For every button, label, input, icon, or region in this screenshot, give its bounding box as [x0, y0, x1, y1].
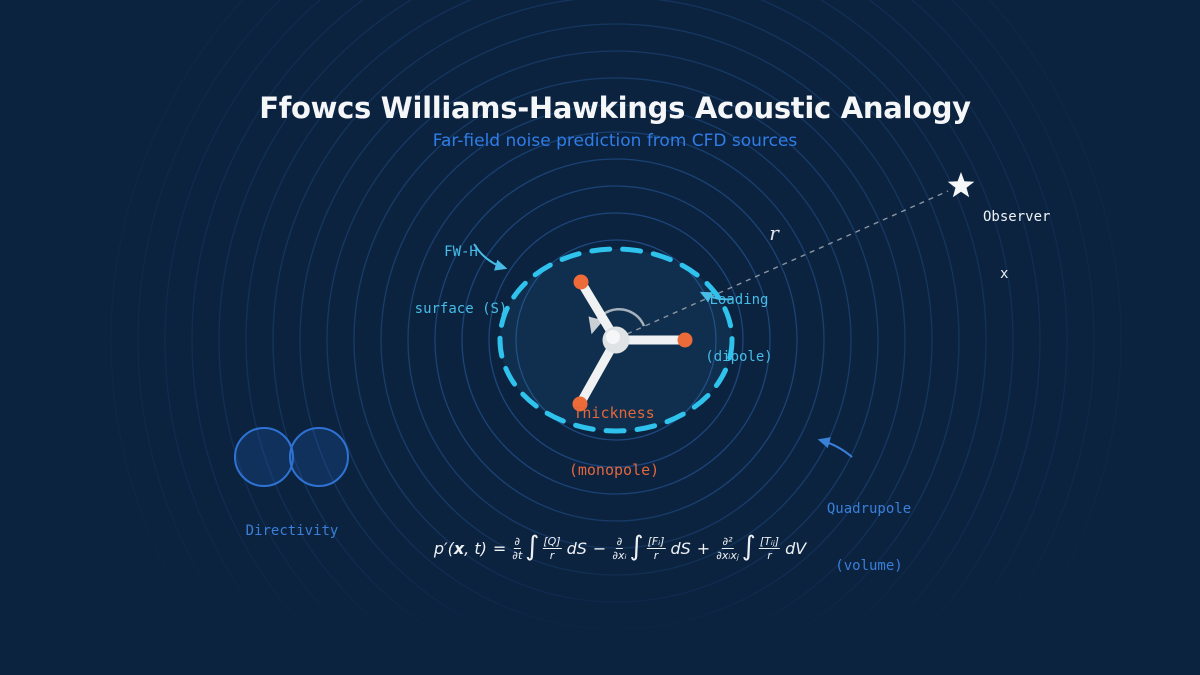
blade-tip-dot-up [573, 274, 589, 290]
eq-plus: + [696, 539, 711, 559]
loading-dipole-label: Loading (dipole) [705, 253, 772, 405]
eq-ds-1: dS [566, 539, 587, 559]
thickness-label-line2: (monopole) [568, 461, 660, 479]
rotor [572, 274, 693, 412]
fwh-surface-label-line2: surface (S) [414, 301, 508, 317]
wave-ring [461, 185, 771, 495]
quadrupole-label-line1: Quadrupole [826, 501, 912, 517]
eq-integral-1: ∫ [525, 531, 540, 563]
eq-q-fraction: [Q]r [542, 535, 562, 563]
observer-label-line1: Observer [983, 209, 1051, 225]
loading-label-line1: Loading [709, 292, 769, 308]
wave-ring [434, 158, 798, 522]
eq-f-fraction: [Fᵢ]r [646, 535, 666, 563]
loading-label-line2: (dipole) [705, 349, 773, 365]
fwh-surface-arrow [473, 243, 508, 271]
quadrupole-arrow [817, 437, 853, 458]
observer-star-icon [947, 172, 975, 198]
directivity-label: Directivity [245, 523, 339, 539]
eq-ds-2: dS [670, 539, 691, 559]
eq-integral-3: ∫ [741, 531, 756, 563]
observer-ray [617, 190, 949, 339]
fwh-equation: p′(x, t) = ∂∂t ∫ [Q]r dS − ∂∂xᵢ ∫ [Fᵢ]r … [433, 531, 807, 563]
fwh-surface-outline [497, 246, 735, 434]
directivity-lobe-right [289, 427, 349, 487]
wave-rings [110, 0, 1122, 675]
directivity-lobe-left [234, 427, 294, 487]
fwh-surface-label: FW-H surface (S) [415, 205, 508, 357]
quadrupole-volume-label: Quadrupole (volume) [827, 462, 911, 614]
wave-ring [191, 0, 1041, 675]
eq-integral-2: ∫ [629, 531, 644, 563]
eq-dv: dV [785, 539, 807, 559]
wave-ring [137, 0, 1095, 675]
eq-x-vector: x [453, 539, 465, 559]
eq-lhs: p′(x, t) [433, 539, 487, 559]
eq-d2dxixj-fraction: ∂²∂xᵢxⱼ [716, 535, 739, 563]
eq-ddt-fraction: ∂∂t [512, 535, 523, 563]
blade-tip-dot-right [677, 332, 693, 348]
eq-equals: = [492, 539, 507, 559]
wave-ring [164, 0, 1068, 675]
wave-ring [110, 0, 1122, 675]
directivity-pattern [234, 427, 349, 487]
thickness-monopole-label: Thickness (monopole) [569, 366, 659, 518]
wave-ring [218, 0, 1014, 675]
fwh-surface-label-line1: FW-H [444, 244, 478, 260]
wave-ring [326, 50, 906, 630]
eq-minus: − [592, 539, 607, 559]
observer-label-line2: x [1000, 266, 1009, 282]
wave-ring [272, 0, 960, 675]
blade-tip-dot-down [572, 396, 588, 412]
eq-ddxi-fraction: ∂∂xᵢ [612, 535, 627, 563]
observer-label: Observer x [983, 170, 1050, 322]
wave-ring [515, 239, 717, 441]
wave-ring [245, 0, 987, 675]
wave-ring [299, 23, 933, 657]
wave-ring [353, 77, 879, 603]
rotation-arrow [588, 308, 646, 335]
page-subtitle: Far-field noise prediction from CFD sour… [432, 131, 798, 151]
wave-ring [407, 131, 825, 549]
quadrupole-label-line2: (volume) [835, 558, 903, 574]
rotor-hub-highlight [606, 330, 620, 344]
thickness-label-line1: Thickness [573, 404, 655, 422]
loading-arrow [699, 291, 734, 303]
observer-distance-label: r [769, 221, 779, 245]
wave-ring [380, 104, 852, 576]
eq-t-fraction: [Tᵢⱼ]r [758, 535, 781, 563]
wave-ring [488, 212, 744, 468]
page-title: Ffowcs Williams-Hawkings Acoustic Analog… [259, 91, 971, 125]
